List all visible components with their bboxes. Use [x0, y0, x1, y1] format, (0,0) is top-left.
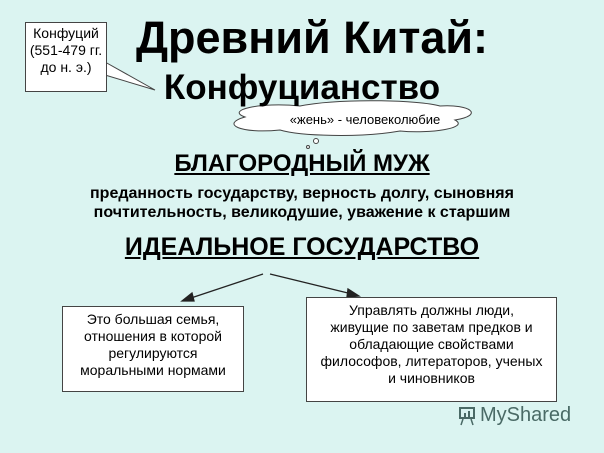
box-line: обладающие свойствами: [349, 336, 514, 352]
virtues-line: преданность государству, верность долгу,…: [90, 185, 514, 202]
box-line: Управлять должны люди,: [349, 302, 514, 318]
cloud-text: «жень» - человеколюбие: [289, 112, 441, 127]
cloud-shape: [233, 100, 472, 136]
watermark: MyShared: [458, 404, 571, 427]
ideal-state-heading: ИДЕАЛЬНОЕ ГОСУДАРСТВО: [124, 233, 480, 261]
box-line: живущие по заветам предков и: [330, 319, 533, 335]
family-box: Это большая семья, отношения в которой р…: [62, 306, 244, 392]
box-line: философов, литераторов, ученых: [320, 353, 543, 369]
box-line: и чиновников: [388, 370, 475, 386]
callout-line: Конфуций: [33, 25, 99, 41]
box-line: отношения в которой: [84, 328, 222, 344]
page-title: Древний Китай:: [135, 12, 489, 63]
thought-bubble: [306, 145, 310, 149]
watermark-text: MyShared: [480, 404, 572, 426]
box-line: моральными нормами: [80, 362, 226, 378]
presentation-icon: [459, 406, 475, 425]
virtues-line: почтительность, великодушие, уважение к …: [93, 204, 511, 221]
noble-man-heading: БЛАГОРОДНЫЙ МУЖ: [174, 150, 430, 177]
confucius-callout: Конфуций (551-479 гг. до н. э.): [25, 22, 107, 92]
callout-line: до н. э.): [40, 59, 92, 75]
thought-bubble: [313, 138, 319, 144]
box-line: регулируются: [108, 345, 198, 361]
arrows: [180, 273, 361, 302]
callout-line: (551-479 гг.: [29, 42, 103, 58]
virtues-text: преданность государству, верность долгу,…: [0, 184, 604, 222]
rulers-box: Управлять должны люди, живущие по завета…: [306, 297, 557, 402]
page-subtitle: Конфуцианство: [163, 68, 441, 107]
box-line: Это большая семья,: [86, 311, 220, 327]
